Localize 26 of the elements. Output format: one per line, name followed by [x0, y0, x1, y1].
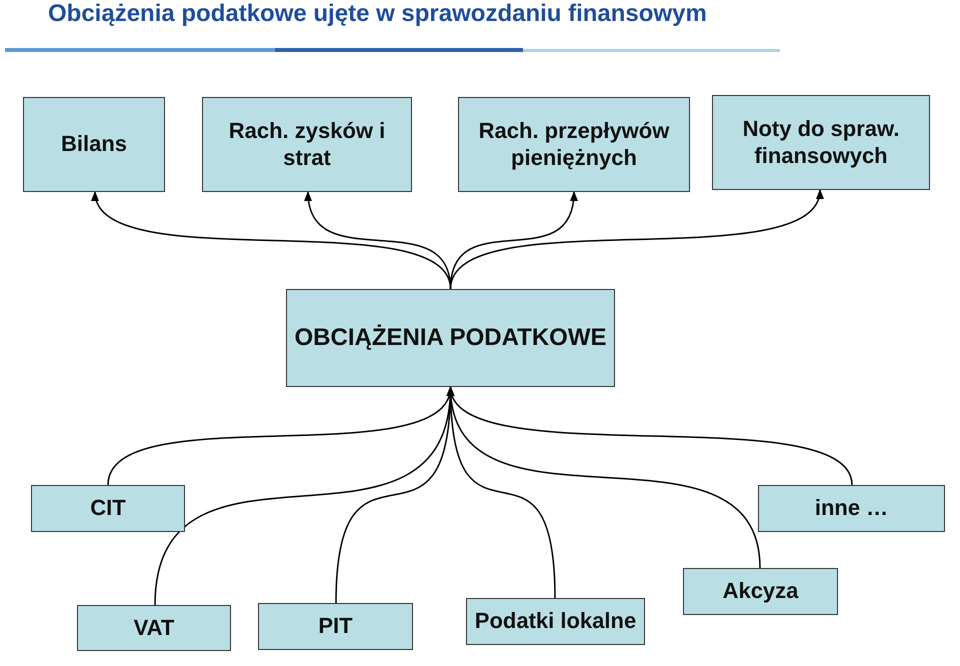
category-box [458, 97, 690, 192]
box-label: Rach. przepływów pieniężnych [478, 118, 670, 171]
title: Obciążenia podatkowe ujęte w sprawozdaniu finansowym [48, 0, 707, 28]
category-box [23, 97, 165, 192]
category-box [258, 603, 413, 650]
category-box [712, 95, 930, 190]
category-box [286, 289, 615, 387]
category-box [466, 598, 645, 645]
box-label: inne … [814, 495, 888, 522]
curved-arrow [450, 386, 853, 486]
box-label: PIT [318, 613, 353, 640]
category-box [758, 485, 945, 532]
category-box [31, 485, 185, 532]
category-box [77, 605, 231, 651]
box-label: CIT [90, 495, 126, 522]
box-label: Noty do spraw. finansowych [742, 116, 900, 169]
category-box [683, 568, 838, 615]
box-label: Bilans [60, 131, 128, 158]
curved-arrow [305, 191, 452, 290]
box-label: Akcyza [722, 578, 798, 605]
category-box [202, 97, 412, 192]
box-label: OBCIĄŻENIA PODATKOWE [294, 324, 606, 352]
curved-arrow [450, 189, 821, 290]
box-label: VAT [134, 614, 174, 642]
box-label: Podatki lokalne [474, 608, 636, 635]
box-label: Rach. zysków i strat [228, 118, 386, 171]
